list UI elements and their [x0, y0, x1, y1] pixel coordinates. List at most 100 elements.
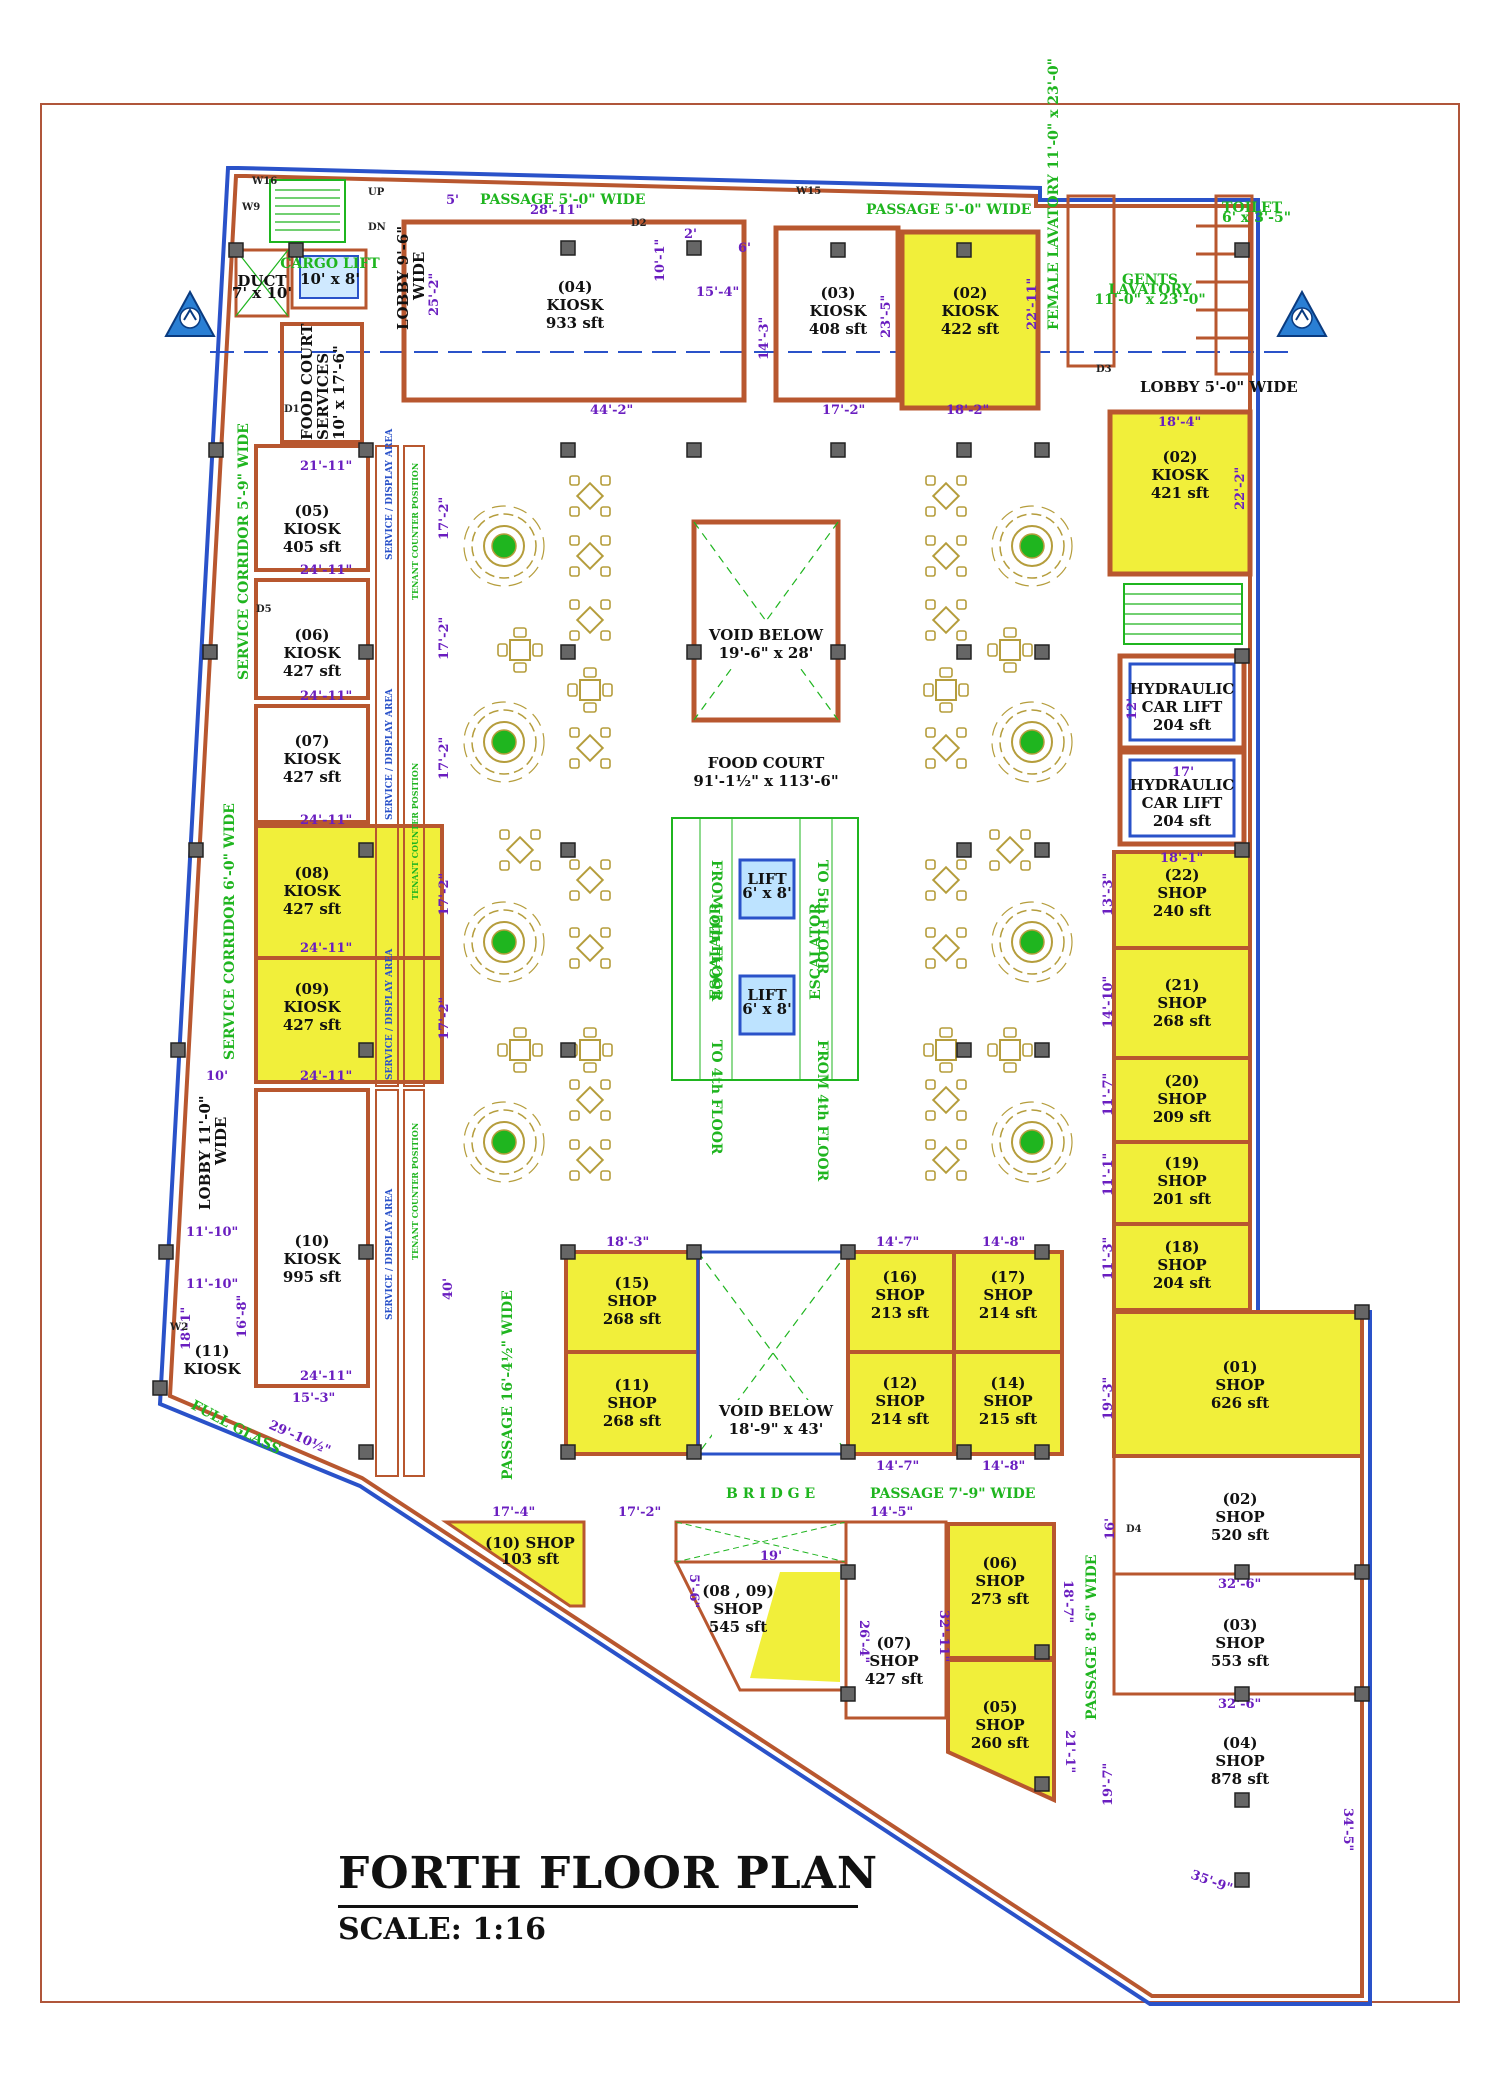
- plan-text: (11): [614, 1376, 649, 1394]
- plan-text: D3: [1096, 364, 1112, 375]
- service-corridor-1: SERVICE CORRIDOR 5'-9" WIDE: [236, 423, 252, 680]
- kiosk-03-type: KIOSK: [810, 302, 868, 320]
- plan-text: SHOP: [1157, 1256, 1206, 1274]
- plan-text: 268 sft: [1153, 1012, 1211, 1030]
- plan-text: KIOSK: [284, 1250, 342, 1268]
- plan-text: (06): [294, 626, 329, 644]
- plan-text: TENANT COUNTER POSITION: [410, 1123, 420, 1260]
- plan-text: (10): [294, 1232, 329, 1250]
- plan-text: 28'-11": [530, 203, 582, 218]
- plan-text: 6': [738, 241, 751, 256]
- plan-text: (05): [982, 1698, 1017, 1716]
- plan-text: 19'-7": [1101, 1763, 1116, 1806]
- cargo-lift-size: 10' x 8': [300, 270, 360, 288]
- kiosk-04-label: (04): [557, 278, 592, 296]
- shop-17: [952, 1250, 1064, 1354]
- plan-text: D5: [256, 604, 272, 615]
- plan-text: 22'-11": [1025, 278, 1040, 330]
- plan-text: 204 sft: [1153, 1274, 1211, 1292]
- kiosk-02-top: [899, 229, 1041, 411]
- kiosk-03-label: (03): [820, 284, 855, 302]
- plan-text: 878 sft: [1211, 1770, 1269, 1788]
- plan-text: 10'-1": [653, 239, 668, 282]
- plan-text: 6' x 8': [742, 884, 791, 902]
- passage-top-left: PASSAGE 5'-0" WIDE: [480, 192, 645, 208]
- plan-text: 520 sft: [1211, 1526, 1269, 1544]
- toilet-block: [1214, 194, 1254, 376]
- car-lift-2-type: CAR LIFT: [1142, 794, 1223, 812]
- shop-21: [1112, 946, 1252, 1060]
- lobby-left-1: LOBBY 11'-0": [196, 1095, 214, 1210]
- kiosk-04-type: KIOSK: [547, 296, 605, 314]
- plan-text: 17'-2": [822, 403, 865, 418]
- plan-text: SERVICE / DISPLAY AREA: [385, 948, 395, 1080]
- plan-text: (20): [1164, 1072, 1199, 1090]
- plan-text: 18'-9" x 43': [729, 1420, 824, 1438]
- plan-text: 16'-8": [235, 1295, 250, 1338]
- plan-text: KIOSK: [284, 750, 342, 768]
- plan-text: 17'-2": [437, 737, 452, 780]
- kiosk-02-area: 422 sft: [941, 320, 999, 338]
- plan-text: (11): [194, 1342, 229, 1360]
- plan-text: SHOP: [1215, 1508, 1264, 1526]
- plan-text: KIOSK: [284, 998, 342, 1016]
- plan-text: (08): [294, 864, 329, 882]
- car-lift-2: [1117, 749, 1247, 847]
- gents-lavatory-label-2: LAVATORY: [1108, 282, 1192, 298]
- plan-text: 19'-6" x 28': [719, 644, 814, 662]
- plan-text: 17'-2": [437, 497, 452, 540]
- plan-text: 18'-2": [946, 403, 989, 418]
- kiosk-02-type: KIOSK: [942, 302, 1000, 320]
- kiosk-02-label: (02): [952, 284, 987, 302]
- plan-text: (19): [1164, 1154, 1199, 1172]
- plan-text: 6' x 8': [742, 1000, 791, 1018]
- plan-text: 14'-3": [757, 317, 772, 360]
- duct-size: 7' x 10': [232, 284, 292, 302]
- plan-text: 427 sft: [283, 662, 341, 680]
- plan-text: SERVICE / DISPLAY AREA: [385, 428, 395, 560]
- plan-text: (21): [1164, 976, 1199, 994]
- plan-text: 2': [684, 227, 697, 242]
- shop-18: [1112, 1222, 1252, 1312]
- plan-text: 32'-6": [1218, 1697, 1261, 1712]
- shop-01: [1112, 1310, 1364, 1458]
- plan-text: SHOP: [1157, 1172, 1206, 1190]
- stair-up-label: UP: [368, 187, 385, 198]
- car-lift-1-label: HYDRAULIC: [1130, 680, 1235, 698]
- plan-text: 11'-10": [186, 1277, 238, 1292]
- plan-text: (01): [1222, 1358, 1257, 1376]
- plan-text: 545 sft: [709, 1618, 767, 1636]
- plan-text: SHOP: [983, 1286, 1032, 1304]
- plan-text: 214 sft: [979, 1304, 1037, 1322]
- plan-text: 17'-2": [437, 873, 452, 916]
- kiosk-03-area: 408 sft: [809, 320, 867, 338]
- plan-text: 15'-3": [292, 1391, 335, 1406]
- plan-text: W9: [241, 202, 260, 213]
- plan-text: 427 sft: [283, 1016, 341, 1034]
- plan-text: 24'-11": [300, 1369, 352, 1384]
- plan-text: (07): [876, 1634, 911, 1652]
- plan-text: 40': [441, 1278, 456, 1300]
- plan-text: 12': [1125, 698, 1140, 720]
- plan-text: 24'-11": [300, 813, 352, 828]
- plan-text: SERVICE / DISPLAY AREA: [385, 1188, 395, 1320]
- car-lift-1: [1117, 653, 1247, 751]
- plan-text: 995 sft: [283, 1268, 341, 1286]
- lobby-top-label-1: LOBBY 9'-6": [394, 226, 412, 330]
- plan-text: 10': [206, 1069, 228, 1084]
- plan-text: SHOP: [607, 1394, 656, 1412]
- plan-text: SHOP: [1157, 884, 1206, 902]
- plan-text: 14'-5": [870, 1505, 913, 1520]
- plan-text: SHOP: [1157, 994, 1206, 1012]
- shop-10-bottom: [441, 1520, 586, 1608]
- plan-text: (07): [294, 732, 329, 750]
- food-court-services: [280, 322, 364, 444]
- kiosk-10: [254, 1088, 370, 1388]
- car-lift-2-area: 204 sft: [1153, 812, 1211, 830]
- plan-text: 14'-7": [876, 1459, 919, 1474]
- plan-text: 19': [760, 1549, 782, 1564]
- plan-text: 11'-1": [1101, 1153, 1116, 1196]
- lobby-right-label: LOBBY 5'-0" WIDE: [1140, 378, 1298, 396]
- duct-label: DUCT: [237, 272, 287, 290]
